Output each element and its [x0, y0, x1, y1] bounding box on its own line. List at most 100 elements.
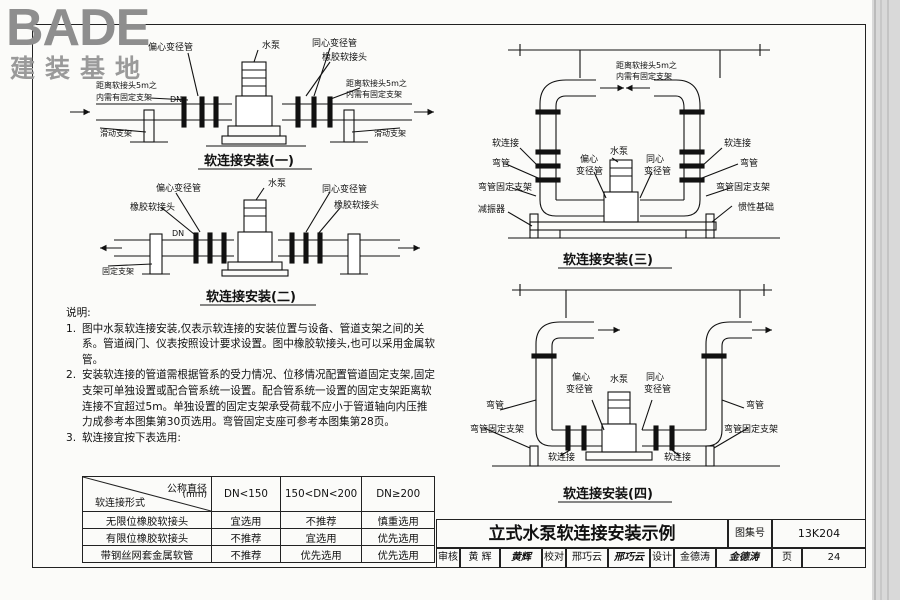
table-cell: 不推荐: [211, 528, 281, 546]
header-top: 公称直径: [167, 484, 207, 495]
table-row: 无限位橡胶软接头 宜选用 不推荐 慎重选用: [82, 511, 436, 529]
label-dn: DN: [172, 229, 184, 238]
label-eccentric: 偏心变径管: [156, 182, 201, 194]
label-dist-left: 距离软接头5m之: [96, 80, 157, 90]
row-name: 有限位橡胶软接头: [82, 528, 212, 546]
diagram-4-labels: 偏心 变径管 水泵 同心 变径管 弯管 弯管固定支架 弯管 弯管固定支架 软连接…: [470, 371, 778, 502]
label-concentric2: 变径管: [644, 165, 671, 177]
label-rubber: 橡胶软接头: [322, 51, 367, 63]
checker-name: 邢巧云: [566, 548, 608, 568]
label-concentric2: 变径管: [644, 383, 671, 395]
row-name: 无限位橡胶软接头: [82, 511, 212, 529]
label-sliding-left: 滑动支架: [100, 128, 132, 138]
page-edge: [874, 0, 876, 600]
label-soft-right: 软连接: [724, 137, 751, 149]
label-eccentric2: 变径管: [576, 165, 603, 177]
label-elbow-right: 弯管: [746, 399, 764, 411]
page-edge: [880, 0, 882, 600]
reviewer-signature: 黄辉: [500, 548, 542, 568]
label-concentric: 同心变径管: [322, 183, 367, 195]
row-name: 带钢丝网套金属软管: [82, 545, 212, 563]
label-pump: 水泵: [610, 145, 628, 157]
logo-tagline: 建装基地: [10, 54, 151, 83]
designer-name: 金德涛: [674, 548, 716, 568]
table-cell: 宜选用: [279, 528, 363, 546]
label-eccentric: 偏心变径管: [148, 41, 193, 53]
label-elbow-fixed-left: 弯管固定支架: [470, 423, 524, 435]
label-elbow-left: 弯管: [486, 399, 504, 411]
diagram-3-title: 软连接安装(三): [563, 252, 653, 268]
label-dn: DN: [170, 95, 182, 104]
label-elbow-right: 弯管: [740, 157, 758, 169]
diagram-3: [505, 44, 780, 239]
label-pump: 水泵: [268, 177, 286, 189]
note-number: 1.: [66, 322, 77, 335]
notes-heading: 说明:: [66, 307, 91, 319]
label-soft-left: 软连接: [548, 451, 575, 463]
reviewer-name: 黄 辉: [460, 548, 500, 568]
label-dist2: 内需有固定支架: [616, 71, 672, 81]
selection-table: 公称直径 (mm) 软连接形式 DN<150 150<DN<200 DN≥200…: [82, 476, 436, 563]
label-dist-right: 距离软接头5m之: [346, 78, 407, 88]
page-number: 24: [802, 548, 866, 568]
diagram-2: [100, 187, 420, 277]
label-elbow-fixed-left: 弯管固定支架: [478, 181, 532, 193]
label-elbow-fixed-right: 弯管固定支架: [716, 181, 770, 193]
note-text: 图中水泵软连接安装,仅表示软连接的安装位置与设备、管道支架之间的关系。管道阀门、…: [82, 322, 435, 366]
note-item: 3. 软连接宜按下表选用:: [66, 431, 436, 447]
table-cell: 不推荐: [211, 545, 281, 563]
table-cell: 慎重选用: [361, 511, 436, 529]
table-row: 有限位橡胶软接头 不推荐 宜选用 优先选用: [82, 528, 436, 546]
label-concentric: 同心: [646, 372, 664, 383]
brand-logo: BADE 建装基地: [6, 2, 176, 90]
label-eccentric: 偏心: [572, 371, 590, 383]
label-rubber-right: 橡胶软接头: [334, 199, 379, 211]
note-number: 3.: [66, 431, 77, 444]
table-row: 带钢丝网套金属软管 不推荐 优先选用 优先选用: [82, 545, 436, 563]
table-header-row: 公称直径 (mm) 软连接形式 DN<150 150<DN<200 DN≥200: [82, 476, 436, 512]
label-rubber-left: 橡胶软接头: [130, 201, 175, 213]
label-elbow-fixed-right: 弯管固定支架: [724, 423, 778, 435]
table-cell: 优先选用: [279, 545, 363, 563]
column-header: DN<150: [211, 476, 281, 512]
label-elbow-left: 弯管: [492, 157, 510, 169]
atlas-number: 13K204: [772, 519, 866, 548]
design-label: 设计: [650, 548, 674, 568]
label-pump: 水泵: [262, 39, 280, 51]
diagram-4-title: 软连接安装(四): [563, 486, 653, 502]
label-eccentric: 偏心: [580, 153, 598, 165]
table-cell: 宜选用: [211, 511, 281, 529]
table-cell: 不推荐: [279, 511, 363, 529]
label-soft-right: 软连接: [664, 451, 691, 463]
label-pump: 水泵: [610, 373, 628, 385]
label-concentric: 同心变径管: [312, 37, 357, 49]
diagram-3-labels: 距离软接头5m之 内需有固定支架 软连接 弯管 弯管固定支架 减振器 偏心 变径…: [478, 60, 774, 268]
check-label: 校对: [542, 548, 566, 568]
diagram-1: [70, 47, 434, 147]
table-cell: 优先选用: [361, 528, 436, 546]
label-dist-right2: 内需有固定支架: [346, 89, 402, 99]
label-sliding-right: 滑动支架: [374, 128, 406, 138]
label-concentric: 同心: [646, 154, 664, 165]
header-left: 软连接形式: [95, 498, 145, 509]
logo-brand: BADE: [6, 0, 150, 57]
column-header: DN≥200: [361, 476, 436, 512]
label-dist-left2: 内需有固定支架: [96, 92, 152, 102]
label-inertia: 惯性基础: [738, 201, 774, 213]
diagram-1-title: 软连接安装(一): [204, 153, 294, 169]
page-label: 页: [772, 548, 802, 568]
table-cell: 优先选用: [361, 545, 436, 563]
note-item: 2. 安装软连接的管道需根据管系的受力情况、位移情况配置管道固定支架,固定支架可…: [66, 368, 436, 430]
notes-section: 说明: 1. 图中水泵软连接安装,仅表示软连接的安装位置与设备、管道支架之间的关…: [66, 306, 436, 446]
checker-signature: 邢巧云: [608, 548, 650, 568]
label-soft-left: 软连接: [492, 137, 519, 149]
note-item: 1. 图中水泵软连接安装,仅表示软连接的安装位置与设备、管道支架之间的关系。管道…: [66, 322, 436, 369]
drawing-title: 立式水泵软连接安装示例: [436, 519, 728, 548]
diagram-4: [483, 284, 780, 467]
page-edge: [887, 0, 889, 600]
header-unit: (mm): [182, 490, 207, 500]
diagram-1-labels: 偏心变径管 水泵 同心变径管 橡胶软接头 距离软接头5m之 内需有固定支架 距离…: [96, 37, 407, 169]
label-fixed: 固定支架: [102, 266, 134, 276]
label-damper: 减振器: [478, 203, 505, 215]
